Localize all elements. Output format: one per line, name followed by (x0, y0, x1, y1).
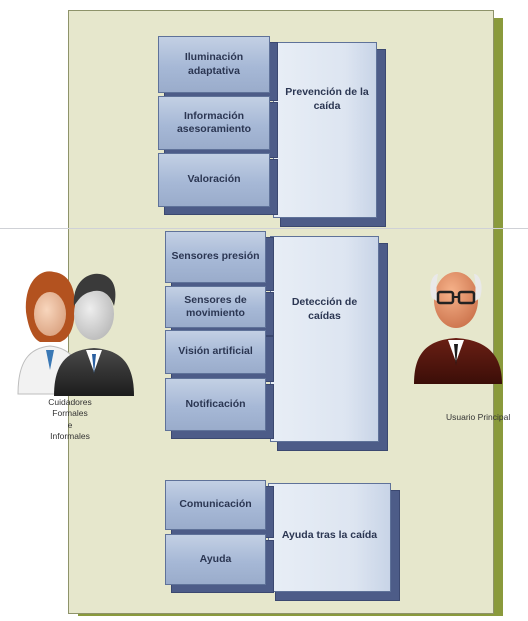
item-label: Comunicación (179, 498, 252, 511)
caregivers-label: Cuidadores Formales e Informales (30, 397, 110, 443)
item-sensores-presion: Sensores presión (165, 231, 266, 283)
item-label: Ayuda (199, 552, 232, 565)
item-label: Iluminación adaptativa (184, 51, 244, 77)
group-help-title: Ayuda tras la caída (281, 529, 378, 541)
caregivers-label-line: Formales (52, 408, 88, 419)
main-user-label: Usuario Principal (446, 412, 511, 422)
caregivers-label-line: Cuidadores (48, 397, 92, 407)
item-label: Sensores de movimiento (184, 293, 247, 319)
item-comunicacion: Comunicación (165, 480, 266, 530)
item-label: Valoración (187, 173, 241, 186)
group-help-box (268, 483, 391, 592)
group-detection-title: Detección de caídas (291, 296, 358, 322)
item-label: Visión artificial (178, 345, 253, 358)
divider-line (0, 228, 528, 229)
item-iluminacion: Iluminación adaptativa (158, 36, 270, 93)
item-sensores-movimiento: Sensores de movimiento (165, 286, 266, 328)
item-informacion: Información asesoramiento (158, 96, 270, 150)
item-label: Información asesoramiento (176, 109, 252, 135)
item-notificacion: Notificación (165, 378, 266, 431)
item-valoracion: Valoración (158, 153, 270, 207)
caregivers-icon (17, 271, 134, 396)
item-label: Notificación (185, 397, 246, 410)
caregivers-label-line: Informales (50, 431, 90, 442)
group-prevention-box (273, 42, 377, 218)
elderly-user-icon (414, 272, 502, 384)
group-detection-box (270, 236, 379, 442)
item-vision-artificial: Visión artificial (165, 330, 266, 374)
group-prevention-title: Prevención de la caída (285, 86, 369, 112)
caregivers-label-line: e (67, 419, 73, 430)
item-label: Sensores presión (171, 250, 260, 263)
item-ayuda: Ayuda (165, 534, 266, 585)
